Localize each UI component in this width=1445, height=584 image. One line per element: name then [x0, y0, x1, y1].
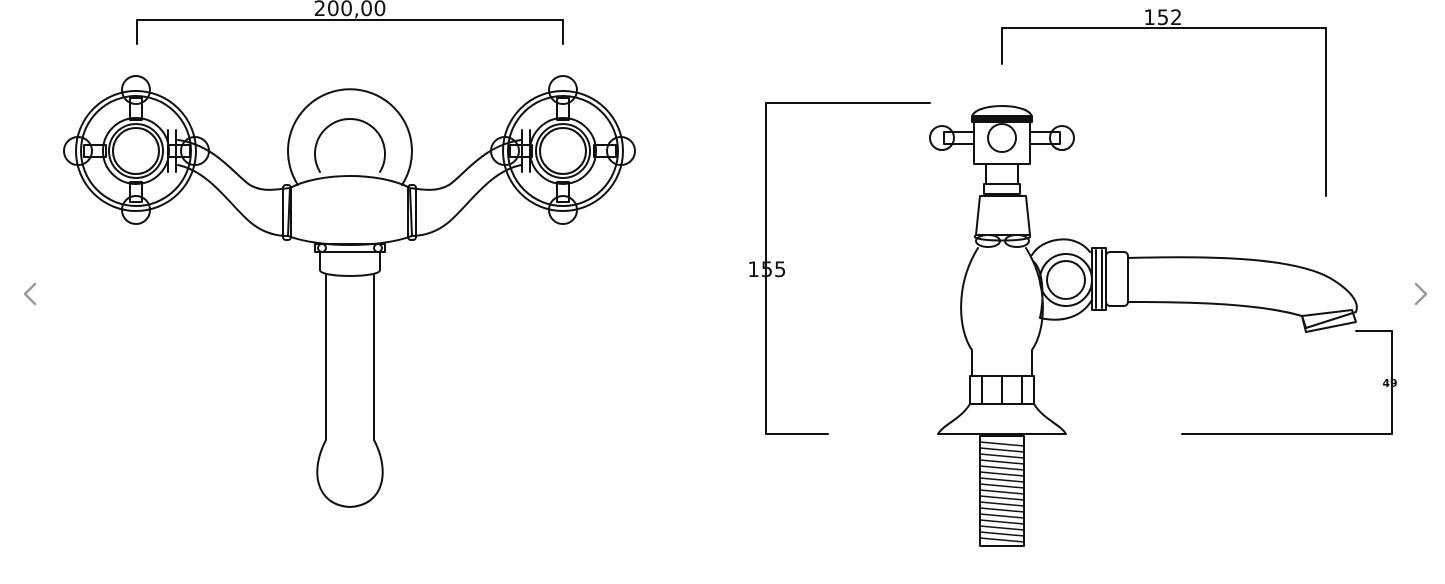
side-view: [765, 27, 1393, 547]
next-image-button[interactable]: [1401, 270, 1441, 318]
chevron-right-icon: [1414, 282, 1428, 306]
front-view: [63, 19, 636, 508]
right-cross-handle: [490, 75, 636, 225]
side-depth-label: 152: [1143, 6, 1183, 30]
side-height-label: 155: [747, 258, 787, 282]
side-body: [937, 195, 1067, 435]
front-connecting-arms: [177, 139, 522, 237]
threaded-shank: [979, 435, 1025, 547]
front-width-label: 200,00: [313, 0, 386, 21]
spout-height-dimension-line: [1181, 330, 1393, 435]
shank-threads: [979, 441, 1025, 543]
side-depth-dimension-line: [1001, 27, 1327, 197]
side-spout: [1091, 247, 1358, 333]
chevron-left-icon: [23, 282, 37, 306]
front-central-body: [282, 175, 417, 277]
side-elbow: [1031, 238, 1093, 321]
front-width-dimension-line: [136, 19, 564, 45]
previous-image-button[interactable]: [10, 270, 50, 318]
front-wall-flange: [287, 88, 413, 186]
front-spout: [316, 274, 384, 508]
side-height-dimension-line: [765, 102, 931, 435]
side-cross-handle: [929, 105, 1075, 195]
spout-height-label: 49: [1382, 377, 1397, 390]
left-cross-handle: [63, 75, 210, 225]
